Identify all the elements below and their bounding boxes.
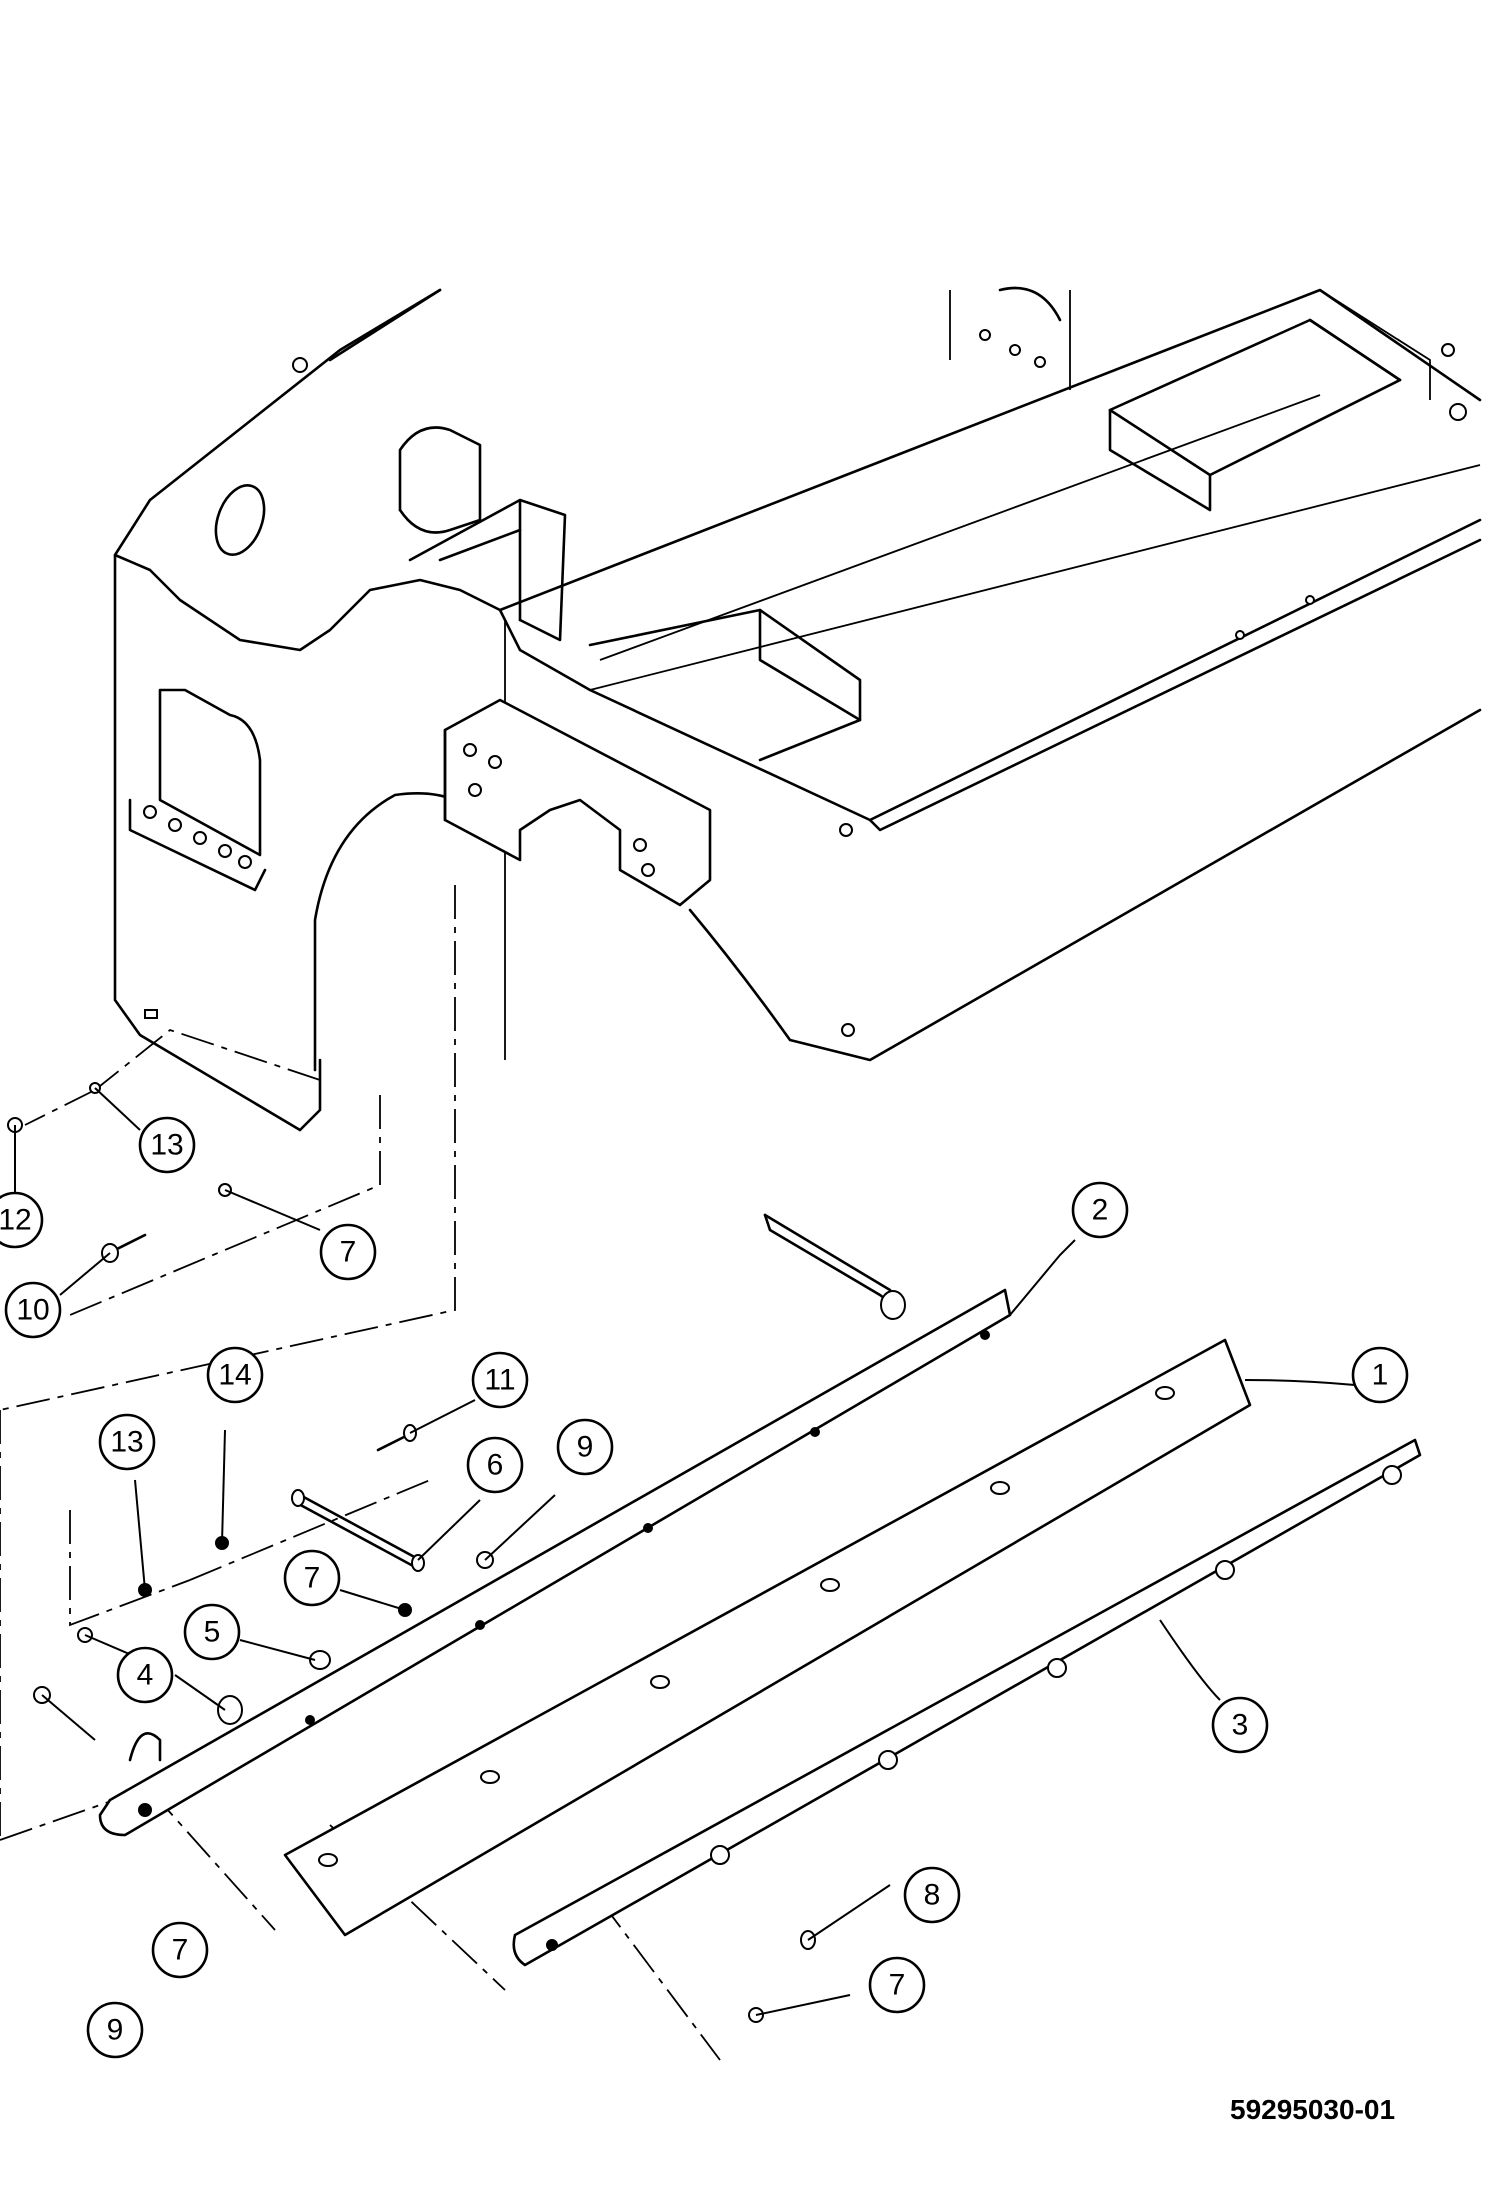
callout-label: 1 bbox=[1372, 1359, 1389, 1392]
callout-label: 7 bbox=[340, 1236, 357, 1269]
callout-7c: 7 bbox=[151, 1921, 209, 1979]
callout-5: 5 bbox=[183, 1603, 241, 1661]
callout-label: 9 bbox=[577, 1431, 594, 1464]
callout-label: 7 bbox=[172, 1934, 189, 1967]
callout-3: 3 bbox=[1211, 1696, 1269, 1754]
lower-parts bbox=[7, 1082, 1422, 2023]
callout-label: 13 bbox=[110, 1426, 143, 1459]
callout-13b: 13 bbox=[98, 1413, 156, 1471]
callout-label: 10 bbox=[16, 1294, 49, 1327]
callout-7d: 7 bbox=[868, 1956, 926, 2014]
callout-12: 12 bbox=[0, 1191, 44, 1249]
callout-label: 6 bbox=[487, 1449, 504, 1482]
callout-label: 12 bbox=[0, 1204, 32, 1237]
callout-7a: 7 bbox=[283, 1549, 341, 1607]
leader-lines bbox=[14, 1087, 1356, 2016]
callout-9a: 9 bbox=[556, 1418, 614, 1476]
callout-7b: 7 bbox=[319, 1223, 377, 1281]
callout-label: 8 bbox=[924, 1879, 941, 1912]
callout-13a: 13 bbox=[138, 1116, 196, 1174]
callout-label: 4 bbox=[137, 1659, 154, 1692]
callout-9b: 9 bbox=[86, 2001, 144, 2059]
callout-label: 3 bbox=[1232, 1709, 1249, 1742]
callout-label: 7 bbox=[889, 1969, 906, 2002]
callouts: 1 2 3 4 5 6 7 7 7 7 8 9 9 10 11 12 13 13… bbox=[0, 1116, 1409, 2059]
drawing-number: 59295030-01 bbox=[1230, 2094, 1396, 2125]
callout-14: 14 bbox=[206, 1346, 264, 1404]
callout-label: 9 bbox=[107, 2014, 124, 2047]
callout-label: 14 bbox=[218, 1359, 251, 1392]
callout-label: 13 bbox=[150, 1129, 183, 1162]
callout-label: 2 bbox=[1092, 1194, 1109, 1227]
callout-4: 4 bbox=[116, 1646, 174, 1704]
callout-1: 1 bbox=[1351, 1346, 1409, 1404]
callout-11: 11 bbox=[471, 1351, 529, 1409]
callout-label: 7 bbox=[304, 1562, 321, 1595]
callout-8: 8 bbox=[903, 1866, 961, 1924]
callout-6: 6 bbox=[466, 1436, 524, 1494]
callout-label: 11 bbox=[484, 1364, 515, 1397]
callout-10: 10 bbox=[4, 1281, 62, 1339]
callout-2: 2 bbox=[1071, 1181, 1129, 1239]
callout-label: 5 bbox=[204, 1616, 221, 1649]
frame-assembly bbox=[113, 286, 1482, 1132]
